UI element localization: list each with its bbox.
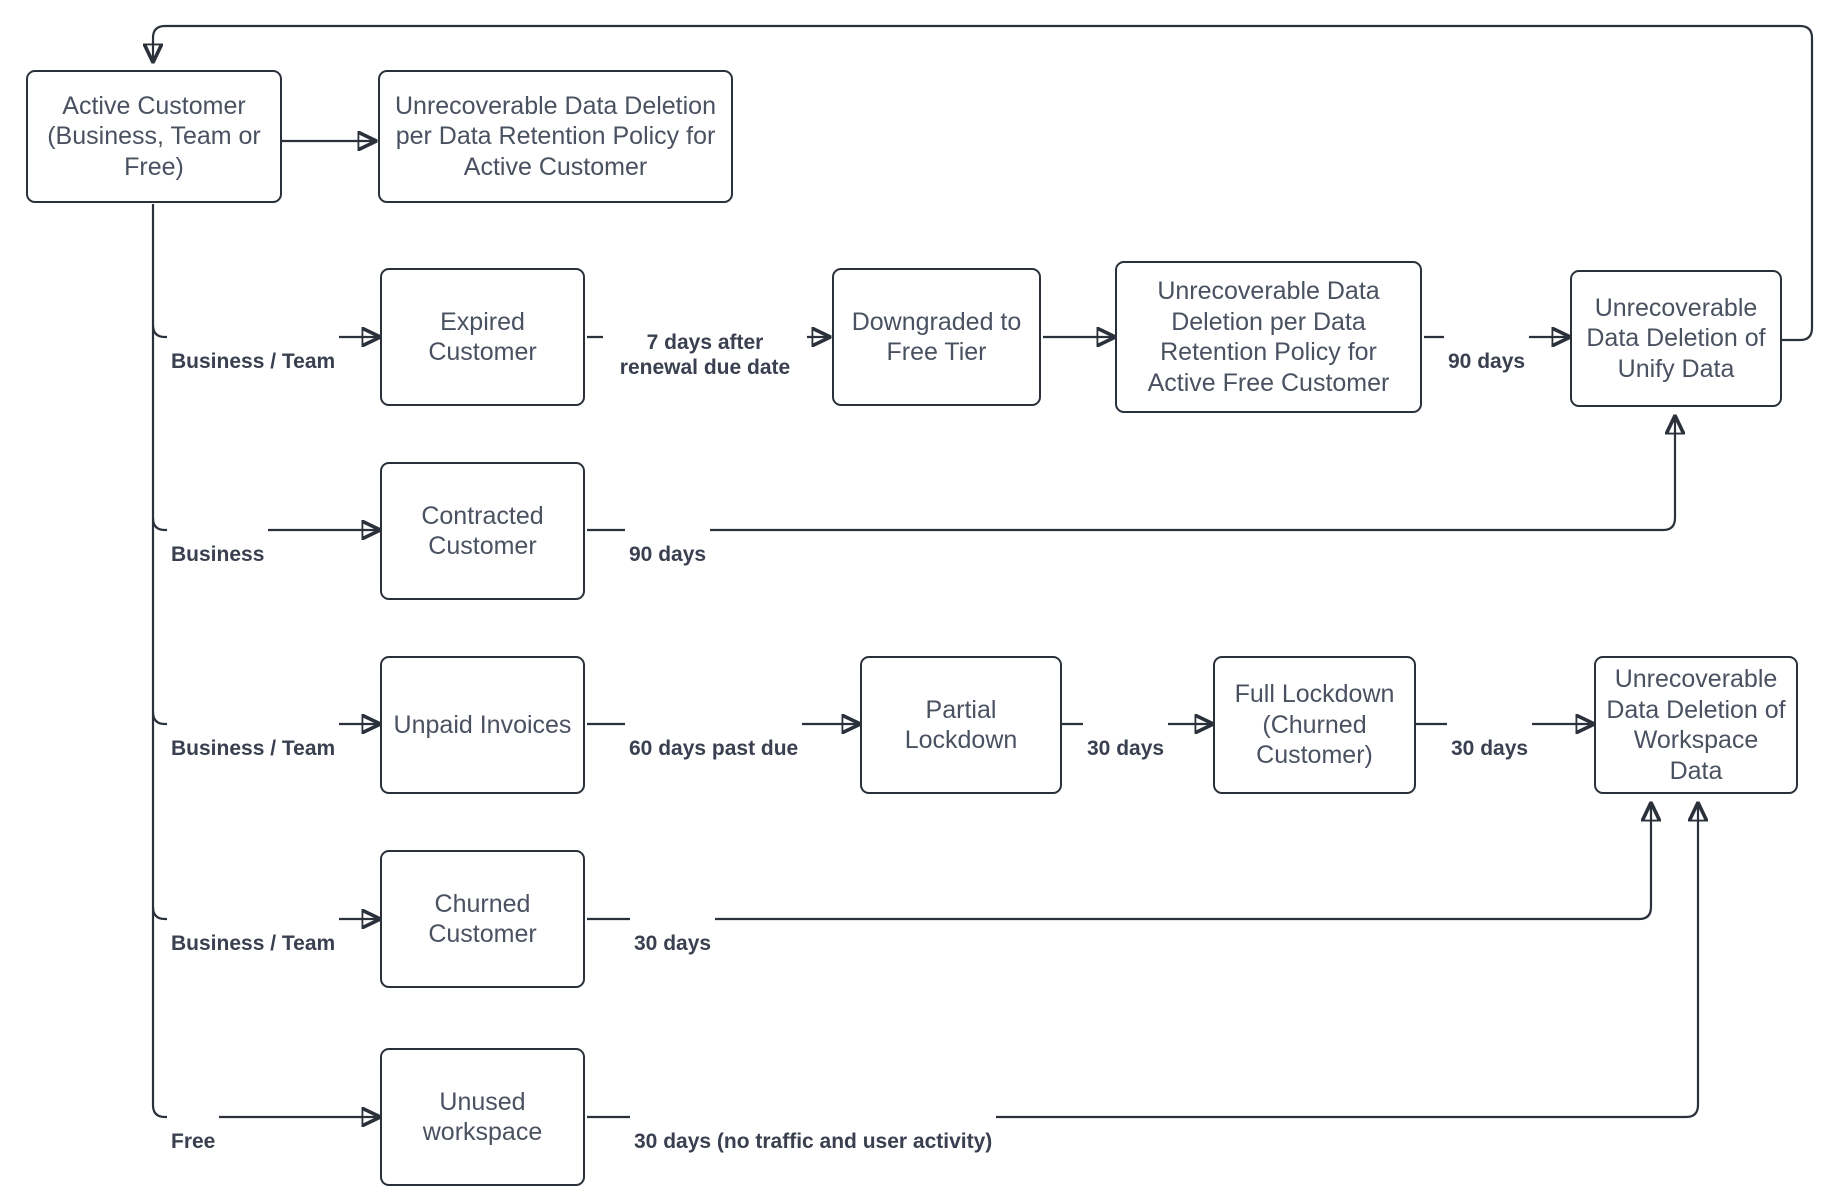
edge-label-unused-to-workspace: 30 days (no traffic and user activity): [630, 1104, 997, 1155]
edge-label-branch-contracted: Business: [167, 517, 269, 568]
edge-label-expired-to-downgraded-text: 7 days after renewal due date: [619, 331, 791, 380]
node-active-customer-label: Active Customer (Business, Team or Free): [47, 91, 261, 181]
edge-label-branch-churned: Business / Team: [167, 906, 340, 957]
node-active-customer[interactable]: Active Customer (Business, Team or Free): [26, 70, 282, 203]
edge-label-unpaid-to-partial: 60 days past due: [625, 711, 803, 762]
node-unused-workspace-label: Unused workspace: [422, 1087, 543, 1147]
node-unpaid-invoices-label: Unpaid Invoices: [393, 710, 572, 739]
node-expired-customer-label: Expired Customer: [428, 307, 537, 367]
node-free-retention[interactable]: Unrecoverable Data Deletion per Data Ret…: [1115, 261, 1422, 413]
edge-label-free-retention-to-unify-text: 90 days: [1448, 350, 1526, 374]
edge-label-branch-unpaid: Business / Team: [167, 711, 340, 762]
edge-label-contracted-to-unify: 90 days: [625, 517, 711, 568]
edge-label-full-to-workspace-text: 30 days: [1451, 737, 1529, 761]
edge-label-partial-to-full: 30 days: [1083, 711, 1169, 762]
node-expired-customer[interactable]: Expired Customer: [380, 268, 585, 406]
node-unpaid-invoices[interactable]: Unpaid Invoices: [380, 656, 585, 794]
node-partial-lockdown-label: Partial Lockdown: [904, 695, 1018, 755]
edge-label-branch-churned-text: Business / Team: [171, 932, 336, 956]
node-free-retention-label: Unrecoverable Data Deletion per Data Ret…: [1147, 277, 1390, 397]
node-downgraded-free-tier-label: Downgraded to Free Tier: [851, 307, 1022, 367]
node-downgraded-free-tier[interactable]: Downgraded to Free Tier: [832, 268, 1041, 406]
edge-label-partial-to-full-text: 30 days: [1087, 737, 1165, 761]
edge-label-full-to-workspace: 30 days: [1447, 711, 1533, 762]
edge-label-unpaid-to-partial-text: 60 days past due: [629, 737, 799, 761]
edge-label-expired-to-downgraded: 7 days after renewal due date: [603, 305, 807, 381]
edge-unused-to-workspace: [587, 805, 1698, 1119]
edge-label-branch-expired: Business / Team: [167, 324, 340, 375]
edge-churned-to-workspace: [587, 805, 1651, 921]
edge-label-churned-to-workspace: 30 days: [630, 906, 716, 957]
node-active-retention[interactable]: Unrecoverable Data Deletion per Data Ret…: [378, 70, 733, 203]
node-workspace-deletion-label: Unrecoverable Data Deletion of Workspace…: [1606, 665, 1786, 785]
edge-contracted-to-unify: [587, 418, 1675, 532]
node-churned-customer-label: Churned Customer: [428, 889, 537, 949]
node-unused-workspace[interactable]: Unused workspace: [380, 1048, 585, 1186]
edge-label-branch-unpaid-text: Business / Team: [171, 737, 336, 761]
node-partial-lockdown[interactable]: Partial Lockdown: [860, 656, 1062, 794]
edge-label-unused-to-workspace-text: 30 days (no traffic and user activity): [634, 1130, 993, 1154]
node-unify-deletion[interactable]: Unrecoverable Data Deletion of Unify Dat…: [1570, 270, 1782, 407]
node-workspace-deletion[interactable]: Unrecoverable Data Deletion of Workspace…: [1594, 656, 1798, 794]
edge-label-branch-unused-text: Free: [171, 1130, 216, 1154]
node-full-lockdown-label: Full Lockdown (Churned Customer): [1234, 680, 1395, 770]
node-full-lockdown[interactable]: Full Lockdown (Churned Customer): [1213, 656, 1416, 794]
node-churned-customer[interactable]: Churned Customer: [380, 850, 585, 988]
edge-label-branch-contracted-text: Business: [171, 543, 265, 567]
node-contracted-customer[interactable]: Contracted Customer: [380, 462, 585, 600]
edge-label-branch-unused: Free: [167, 1104, 220, 1155]
edge-label-free-retention-to-unify: 90 days: [1444, 324, 1530, 375]
node-unify-deletion-label: Unrecoverable Data Deletion of Unify Dat…: [1586, 293, 1766, 383]
node-active-retention-label: Unrecoverable Data Deletion per Data Ret…: [394, 91, 716, 181]
node-contracted-customer-label: Contracted Customer: [421, 501, 544, 561]
edge-label-churned-to-workspace-text: 30 days: [634, 932, 712, 956]
edge-label-branch-expired-text: Business / Team: [171, 350, 336, 374]
edge-label-contracted-to-unify-text: 90 days: [629, 543, 707, 567]
